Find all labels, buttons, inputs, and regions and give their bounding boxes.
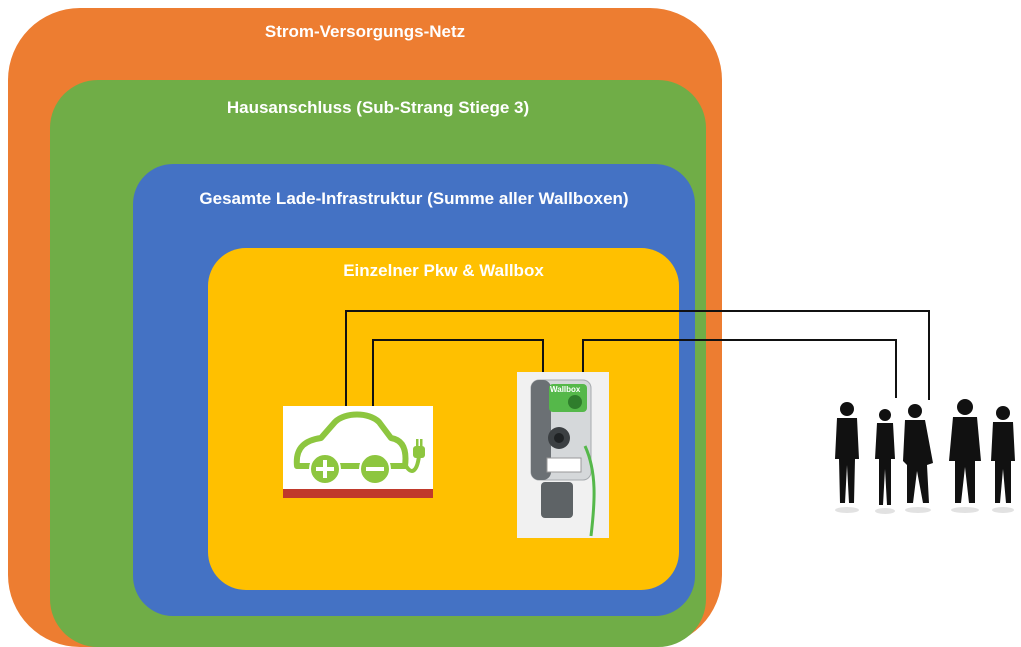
ev-car-icon	[283, 406, 433, 498]
single-car-wallbox-title: Einzelner Pkw & Wallbox	[343, 261, 544, 280]
wallbox-icon: Wallbox	[517, 372, 609, 538]
wallbox-brand-label: Wallbox	[550, 385, 581, 394]
charging-infrastructure-title: Gesamte Lade-Infrastruktur (Summe aller …	[199, 189, 629, 208]
power-grid-title: Strom-Versorgungs-Netz	[264, 22, 466, 41]
house-connection-title: Hausanschluss (Sub-Strang Stiege 3)	[226, 98, 530, 117]
people-silhouettes-icon	[835, 399, 1015, 514]
